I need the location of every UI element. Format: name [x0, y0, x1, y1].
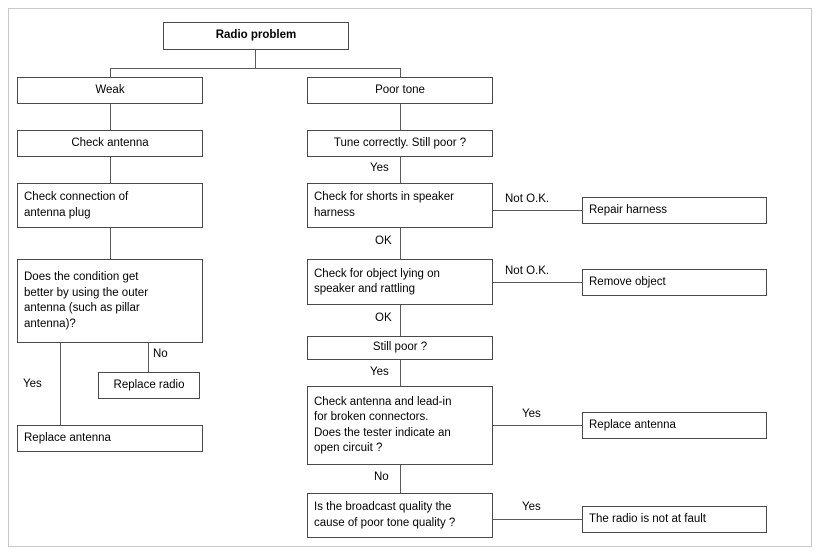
node-check-connection-label: Check connection of antenna plug	[24, 191, 129, 219]
figure-frame	[8, 8, 812, 547]
edge-label-not-ok-object: Not O.K.	[504, 265, 551, 278]
node-weak-label: Weak	[95, 83, 125, 96]
node-check-antenna-leadin-label: Check antenna and lead-in for broken con…	[314, 395, 452, 455]
node-tune-correctly-label: Tune correctly. Still poor ?	[333, 136, 467, 149]
edge-bus-to-poor-tone	[400, 68, 401, 77]
node-radio-not-at-fault-label: The radio is not at fault	[589, 512, 706, 525]
edge-label-yes-tune: Yes	[369, 162, 390, 175]
edge-shorts-to-repair-harness	[492, 210, 582, 211]
edge-weak-to-check-antenna	[110, 104, 111, 130]
edge-label-yes-broadcast: Yes	[521, 501, 542, 514]
edge-label-not-ok-shorts: Not O.K.	[504, 193, 551, 206]
node-tune-correctly[interactable]: Tune correctly. Still poor ?	[307, 130, 493, 157]
node-still-poor-label: Still poor ?	[372, 341, 428, 354]
node-radio-problem-label: Radio problem	[215, 29, 297, 42]
edge-root-stem	[255, 50, 256, 68]
node-radio-not-at-fault[interactable]: The radio is not at fault	[582, 506, 767, 533]
node-check-antenna-label: Check antenna	[71, 136, 149, 149]
edge-object-to-still-poor	[400, 305, 401, 336]
edge-label-ok-shorts: OK	[374, 235, 393, 248]
node-check-connection[interactable]: Check connection of antenna plug	[17, 183, 203, 228]
edge-poor-tone-to-tune	[400, 104, 401, 130]
node-still-poor[interactable]: Still poor ?	[307, 336, 493, 360]
node-replace-antenna-right[interactable]: Replace antenna	[582, 412, 767, 439]
edge-tune-to-shorts	[400, 157, 401, 183]
node-is-broadcast-quality-label: Is the broadcast quality the cause of po…	[314, 501, 456, 529]
edge-bus-to-weak	[110, 68, 111, 77]
edge-leadin-to-replace-antenna	[492, 425, 582, 426]
edge-condition-no	[148, 343, 149, 372]
node-remove-object-label: Remove object	[589, 275, 666, 288]
edge-leadin-to-broadcast	[400, 465, 401, 493]
node-replace-antenna-right-label: Replace antenna	[589, 418, 676, 431]
edge-condition-yes	[60, 343, 61, 425]
node-remove-object[interactable]: Remove object	[582, 269, 767, 296]
edge-still-poor-to-leadin	[400, 360, 401, 386]
edge-label-yes-condition: Yes	[22, 378, 43, 391]
node-check-antenna[interactable]: Check antenna	[17, 130, 203, 157]
edge-broadcast-to-not-at-fault	[492, 519, 582, 520]
node-check-shorts-label: Check for shorts in speaker harness	[314, 191, 454, 219]
node-check-shorts[interactable]: Check for shorts in speaker harness	[307, 183, 493, 228]
node-poor-tone[interactable]: Poor tone	[307, 77, 493, 104]
node-check-object[interactable]: Check for object lying on speaker and ra…	[307, 259, 493, 305]
node-replace-radio-label: Replace radio	[113, 378, 185, 391]
edge-label-yes-still-poor: Yes	[369, 366, 390, 379]
node-is-broadcast-quality[interactable]: Is the broadcast quality the cause of po…	[307, 493, 493, 538]
edge-root-bus	[110, 68, 400, 69]
node-replace-antenna-left-label: Replace antenna	[24, 431, 111, 444]
node-weak[interactable]: Weak	[17, 77, 203, 104]
edge-check-antenna-to-connection	[110, 157, 111, 183]
node-replace-antenna-left[interactable]: Replace antenna	[17, 425, 203, 452]
edge-label-no-condition: No	[152, 348, 169, 361]
node-does-condition-get-better-label: Does the condition get better by using t…	[24, 271, 149, 330]
node-replace-radio[interactable]: Replace radio	[98, 372, 200, 399]
node-check-object-label: Check for object lying on speaker and ra…	[314, 267, 440, 296]
edge-shorts-to-object	[400, 228, 401, 259]
node-repair-harness-label: Repair harness	[589, 203, 667, 216]
node-does-condition-get-better[interactable]: Does the condition get better by using t…	[17, 259, 203, 343]
edge-connection-to-condition	[110, 228, 111, 259]
edge-label-no-leadin: No	[373, 471, 390, 484]
edge-label-yes-leadin: Yes	[521, 408, 542, 421]
edge-object-to-remove-object	[492, 282, 582, 283]
node-repair-harness[interactable]: Repair harness	[582, 197, 767, 224]
edge-label-ok-object: OK	[374, 312, 393, 325]
node-radio-problem[interactable]: Radio problem	[163, 22, 349, 50]
node-poor-tone-label: Poor tone	[375, 83, 425, 96]
node-check-antenna-leadin[interactable]: Check antenna and lead-in for broken con…	[307, 386, 493, 465]
